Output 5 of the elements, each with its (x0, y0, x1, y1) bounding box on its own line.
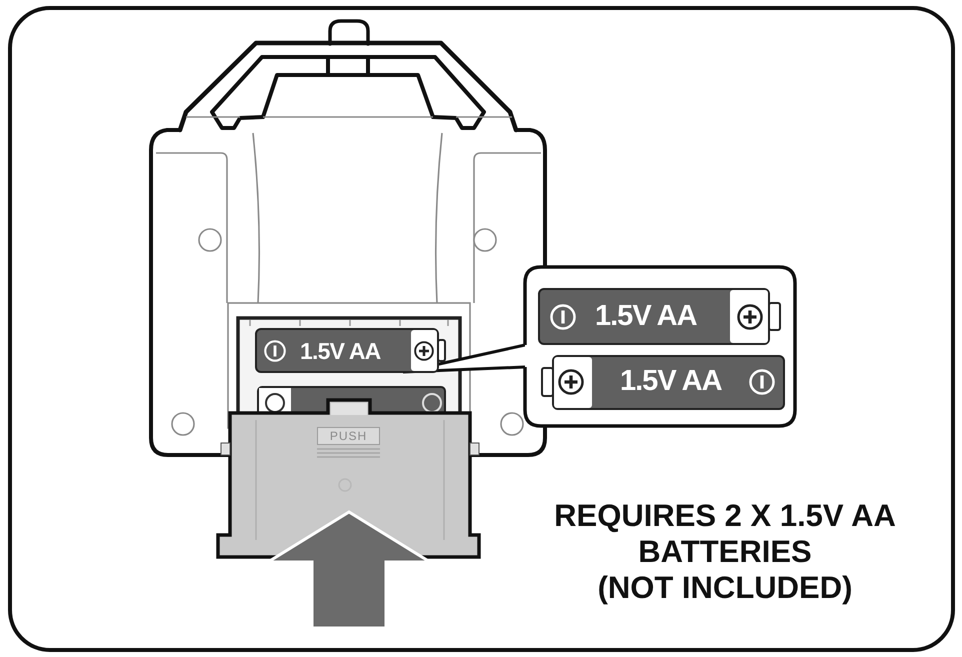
battery-label: 1.5V AA (300, 340, 380, 363)
battery-label: 1.5V AA (595, 302, 697, 331)
requirements-note: REQUIRES 2 X 1.5V AA BATTERIES (NOT INCLUDED) (553, 498, 897, 606)
battery-label: 1.5V AA (620, 367, 722, 396)
door-label: PUSH (317, 427, 380, 445)
